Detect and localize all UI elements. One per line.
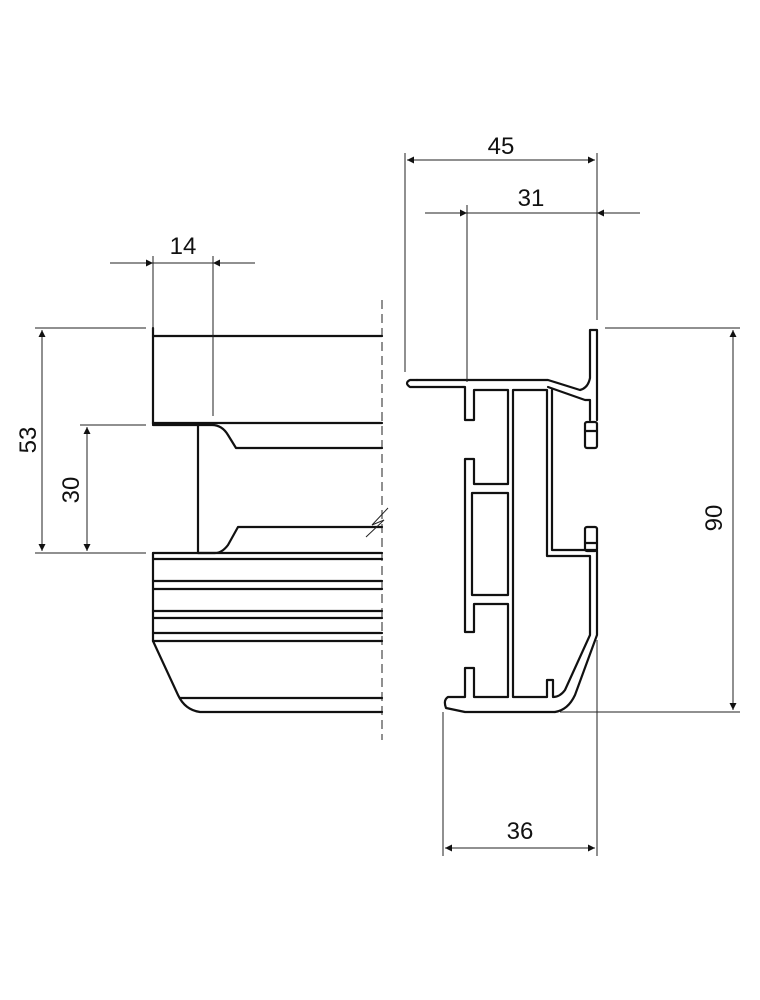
dim-label-90: 90 bbox=[701, 505, 728, 532]
left-profile-view bbox=[151, 300, 389, 740]
middle-channel bbox=[151, 423, 389, 555]
dimension-45: 45 bbox=[404, 133, 598, 372]
dimension-53: 53 bbox=[15, 327, 146, 554]
dimension-90: 90 bbox=[560, 327, 740, 713]
dim-label-14: 14 bbox=[170, 233, 197, 260]
dimension-14: 14 bbox=[110, 233, 255, 416]
dim-label-31: 31 bbox=[518, 185, 545, 212]
dim-label-36: 36 bbox=[507, 818, 534, 845]
right-profile-section bbox=[405, 328, 599, 714]
dim-label-45: 45 bbox=[488, 133, 515, 160]
dim-label-53: 53 bbox=[15, 427, 42, 454]
break-symbol bbox=[365, 507, 389, 538]
lower-body bbox=[151, 551, 384, 714]
dimension-36: 36 bbox=[442, 640, 598, 856]
dim-label-30: 30 bbox=[58, 477, 85, 504]
top-box bbox=[151, 326, 384, 426]
dimension-30: 30 bbox=[58, 424, 146, 551]
dimension-31: 31 bbox=[425, 185, 640, 382]
